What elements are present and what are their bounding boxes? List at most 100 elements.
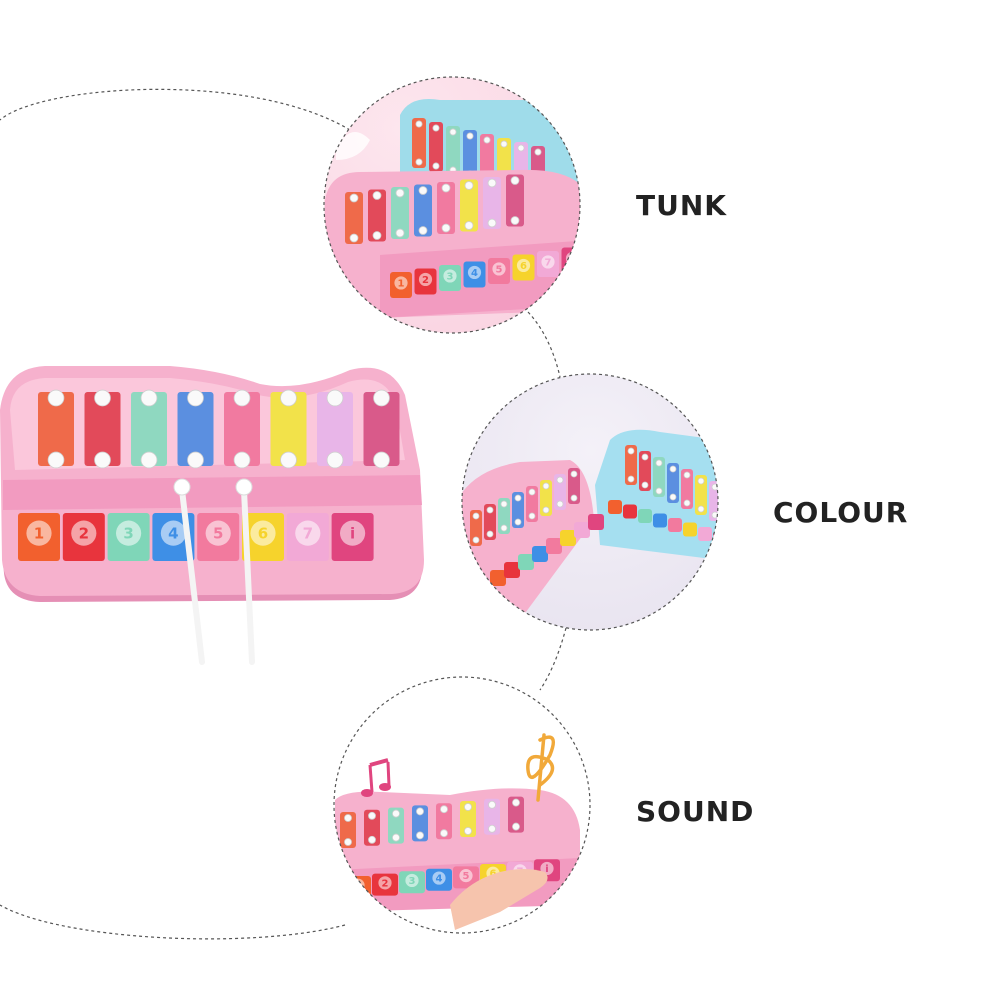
xylophone-bar — [429, 122, 443, 172]
xylophone-bar — [512, 492, 524, 528]
xylophone-bar — [340, 812, 356, 848]
dotted-connector-line — [0, 88, 351, 131]
key-number: 4 — [168, 524, 178, 542]
piano-key — [546, 538, 562, 554]
bar-rivet — [418, 186, 428, 195]
bar-rivet — [542, 506, 550, 514]
bar-rivet — [233, 389, 251, 407]
bar-rivet — [432, 162, 440, 170]
bar-rivet — [415, 158, 423, 166]
feature-label-sound: SOUND — [636, 795, 755, 828]
xylophone-bar — [463, 130, 477, 180]
xylophone-bar — [498, 498, 510, 534]
bar-rivet — [392, 809, 400, 818]
piano-key — [560, 530, 576, 546]
xylophone-bar — [484, 798, 500, 835]
xylophone-bar — [345, 192, 363, 244]
treble-clef-icon — [526, 733, 556, 802]
key-number: 3 — [123, 524, 133, 542]
bar-rivet — [528, 512, 536, 520]
key-number-badge — [443, 269, 457, 283]
key-number: 4 — [471, 268, 478, 279]
bar-rivet — [373, 389, 390, 407]
xylophone-bar — [709, 481, 718, 521]
xylophone-bar — [681, 469, 693, 509]
toy-key-shelf — [3, 475, 422, 510]
bar-rivet — [697, 505, 705, 513]
key-number-badge — [295, 520, 321, 546]
xylophone-bar — [568, 468, 580, 504]
piano-key — [490, 570, 506, 586]
xylophone-bar — [540, 480, 552, 516]
bar-rivet — [441, 183, 451, 193]
xylophone-bar — [364, 809, 380, 846]
key-number-badge — [351, 878, 365, 892]
dotted-connector-line — [0, 904, 346, 940]
bar-rivet — [187, 389, 204, 407]
xylophone-bar — [460, 801, 476, 837]
bar-rivet — [655, 459, 663, 467]
piano-key — [683, 522, 697, 537]
xylophone-bar — [526, 486, 538, 522]
bar-rivet — [486, 506, 494, 514]
dotted-connector-line — [527, 311, 561, 378]
piano-key — [504, 562, 520, 578]
circle-border — [333, 676, 591, 934]
bar-rivet — [510, 176, 520, 185]
mallet-stick — [241, 487, 255, 665]
key-number: 2 — [382, 878, 389, 889]
bar-rivet — [570, 494, 578, 502]
xylophone-bar — [368, 189, 386, 242]
bar-rivet — [500, 140, 508, 148]
bar-rivet — [392, 833, 400, 842]
bar-rivet — [372, 191, 382, 200]
key-number-badge — [467, 265, 482, 280]
xylophone-bar — [224, 392, 260, 466]
bar-rivet — [140, 451, 158, 469]
bar-rivet — [94, 389, 111, 407]
bar-rivet — [140, 389, 158, 407]
detail-circle-colour — [462, 374, 718, 630]
key-number: 7 — [545, 257, 552, 268]
key-number-badge — [26, 520, 52, 546]
xylophone-bar — [446, 126, 460, 176]
key-number: 5 — [496, 264, 503, 275]
piano-key — [518, 554, 534, 570]
bar-rivet — [344, 814, 352, 822]
xylophone-bar — [639, 451, 651, 491]
xylophone-bar — [506, 174, 524, 227]
bar-rivet — [512, 822, 520, 831]
key-number: 5 — [213, 524, 223, 542]
bar-rivet — [47, 451, 65, 469]
piano-key — [653, 513, 667, 528]
bar-rivet — [94, 451, 111, 469]
bar-rivet — [464, 827, 472, 835]
piano-key — [638, 509, 652, 523]
bar-rivet — [464, 181, 474, 190]
key-number: 3 — [447, 271, 454, 282]
xylophone-bar — [667, 463, 679, 503]
key-number-badge — [418, 272, 433, 287]
piano-key — [532, 546, 548, 562]
bar-rivet — [373, 451, 390, 469]
xylophone-bar — [177, 392, 214, 466]
xylophone-bar — [412, 118, 426, 168]
bar-rivet — [500, 524, 508, 532]
xylophone-bar — [270, 392, 307, 466]
bar-rivet — [395, 228, 405, 238]
xylophone-bar — [483, 177, 501, 229]
bar-rivet — [368, 811, 376, 820]
bar-rivet — [326, 451, 344, 469]
bar-rivet — [349, 193, 359, 203]
bar-rivet — [326, 389, 344, 407]
key-number-badge — [516, 258, 531, 273]
bar-rivet — [466, 132, 474, 140]
xylophone-bar — [84, 392, 121, 466]
bar-rivet — [449, 128, 457, 136]
bar-rivet — [47, 389, 65, 407]
bar-rivet — [627, 475, 635, 483]
key-number: 7 — [303, 524, 313, 542]
